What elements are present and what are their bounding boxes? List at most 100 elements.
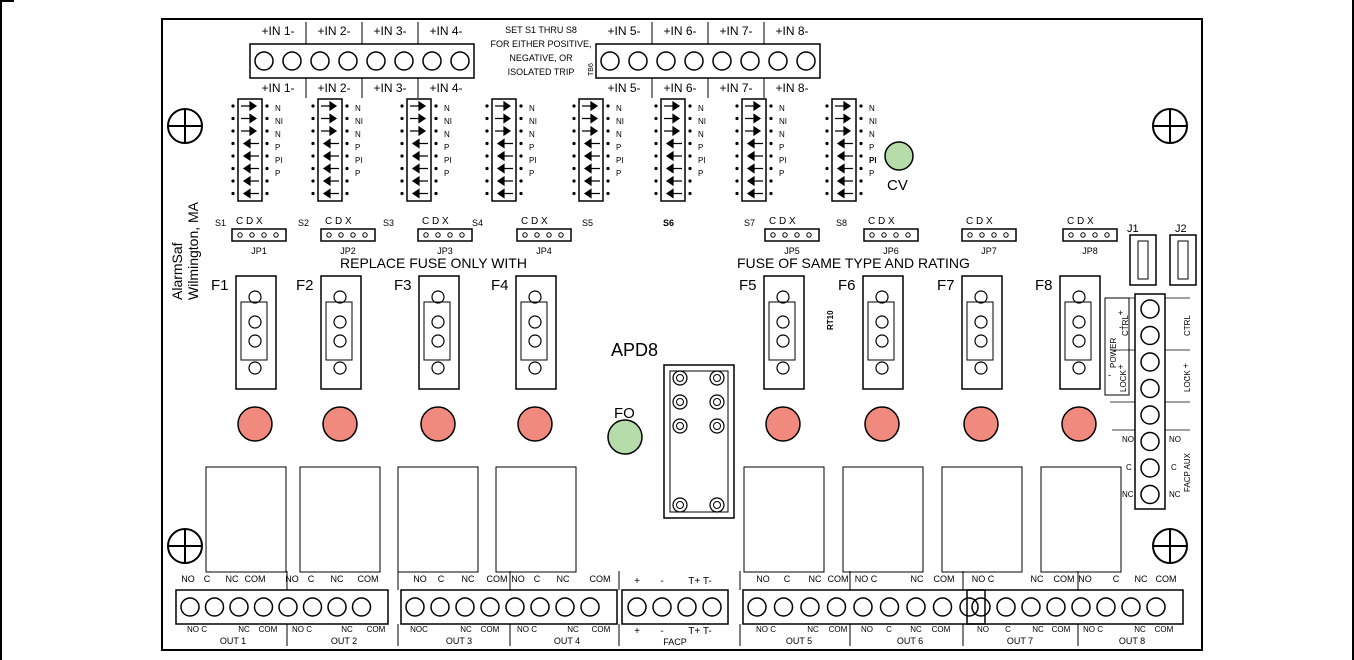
arrow-left-icon — [583, 163, 600, 174]
switch-side-label: P — [444, 169, 449, 178]
arrow-left-icon — [322, 163, 339, 174]
switch-side-label: P — [869, 143, 874, 152]
trip-switch — [406, 98, 432, 202]
output-pin-label-bottom: COM — [1155, 625, 1174, 634]
switch-pin — [345, 104, 349, 108]
aux-terminal-block: POWERLOCKCTRL+-+-NOCNCCTRLLOCK+-NOCNCFAC… — [1104, 293, 1192, 510]
board-outline — [161, 18, 1203, 651]
arrow-right-icon — [745, 125, 762, 137]
arrow-right-icon — [582, 100, 599, 112]
fuse-contact — [248, 315, 262, 329]
switch-pin — [769, 116, 773, 121]
fuse-contact — [875, 290, 889, 304]
trip-switch — [317, 98, 343, 202]
arrow-left-icon — [411, 175, 428, 187]
switch-side-label: P — [616, 143, 621, 152]
facp-pin-label-top: + — [634, 576, 640, 587]
switch-pin — [572, 141, 576, 146]
switch-pin — [825, 154, 829, 158]
terminal-screw — [826, 597, 847, 617]
output-pin-label-top: NO C — [972, 574, 995, 584]
terminal-screw — [906, 597, 926, 617]
terminal-screw — [555, 597, 575, 617]
switch-pin — [688, 166, 692, 171]
arrow-left-icon — [746, 138, 763, 149]
model-label: APD8 — [611, 340, 658, 360]
aux-ctrl-label-right: CTRL — [1183, 315, 1192, 336]
switch-pin — [434, 166, 438, 171]
fuse-contact — [333, 315, 347, 329]
arrow-left-icon — [496, 163, 513, 174]
output-pin-label-top: NO — [413, 574, 427, 584]
switch-pin — [434, 179, 438, 183]
switch-pin — [434, 129, 438, 133]
arrow-left-icon — [322, 150, 339, 162]
switch-side-label: P — [275, 169, 280, 178]
jumper-pin — [806, 232, 812, 238]
switch-name: S1 — [215, 218, 226, 228]
jumper-pin — [534, 232, 540, 238]
switch-pin — [519, 129, 523, 133]
fuse-body — [325, 301, 353, 361]
output-led — [517, 406, 553, 442]
fuse-contact — [528, 334, 542, 348]
switch-pin — [688, 129, 692, 133]
switch-side-label: N — [869, 104, 875, 113]
switch-pin — [654, 166, 658, 171]
svg-text:ISOLATED TRIP: ISOLATED TRIP — [508, 67, 575, 77]
switch-pin — [485, 116, 489, 121]
terminal-screw — [1140, 458, 1160, 478]
aux-plus: + — [1118, 308, 1123, 318]
switch-pin — [485, 166, 489, 171]
terminal-screw — [480, 597, 500, 617]
switch-note: SET S1 THRU S8 FOR EITHER POSITIVE, NEGA… — [490, 25, 591, 77]
arrow-left-icon — [242, 188, 259, 199]
switch-pin — [735, 191, 739, 196]
output-pin-label-top: COM — [487, 574, 508, 584]
fuse-label: F3 — [394, 277, 412, 294]
switch-pin — [606, 116, 610, 121]
jumper-pin — [1104, 232, 1110, 238]
jumper-pin — [558, 232, 564, 238]
fuse-contact — [974, 315, 988, 329]
connector-pin — [709, 394, 725, 410]
jumper-pin — [237, 232, 243, 238]
arrow-right-icon — [835, 125, 852, 137]
terminal-screw — [455, 597, 475, 617]
switch-pin — [345, 129, 349, 133]
center-connector — [663, 364, 735, 519]
jumper-pin — [522, 232, 528, 238]
arrow-right-icon — [241, 125, 258, 137]
aux-plus: + — [1118, 362, 1123, 372]
fuse-body — [240, 301, 268, 361]
terminal-screw — [405, 597, 425, 617]
fuse-contact — [528, 361, 542, 375]
input-label-bottom: +IN 4- — [429, 81, 462, 95]
fo-indicator-led — [607, 419, 643, 455]
switch-pin — [485, 179, 489, 183]
output-leds — [237, 406, 1097, 442]
switch-side-label: P — [444, 143, 449, 152]
switch-pin — [265, 154, 269, 158]
jumper-name: JP7 — [981, 246, 997, 256]
fo-label: FO — [614, 405, 635, 422]
jumper-pin — [770, 232, 776, 238]
switch-pin — [400, 141, 404, 146]
switch-pin — [654, 129, 658, 133]
input-label-top: +IN 5- — [607, 24, 640, 38]
terminal-screw — [310, 51, 330, 71]
jumper-pin — [362, 232, 368, 238]
jumper-block — [863, 228, 919, 242]
terminal-screw — [712, 51, 732, 71]
terminal-screw — [600, 51, 620, 71]
output-pin-label-bottom: COM — [1052, 625, 1071, 634]
fuse-contact — [974, 334, 988, 348]
switch-pin — [654, 191, 658, 196]
arrow-left-icon — [836, 150, 853, 162]
terminal-screw — [254, 51, 274, 71]
arrow-left-icon — [496, 175, 513, 187]
switch-side-label: P — [529, 143, 534, 152]
fuse-warning-left: REPLACE FUSE ONLY WITH — [340, 255, 527, 271]
switch-pin — [606, 166, 610, 171]
switch-side-label: P — [698, 143, 703, 152]
